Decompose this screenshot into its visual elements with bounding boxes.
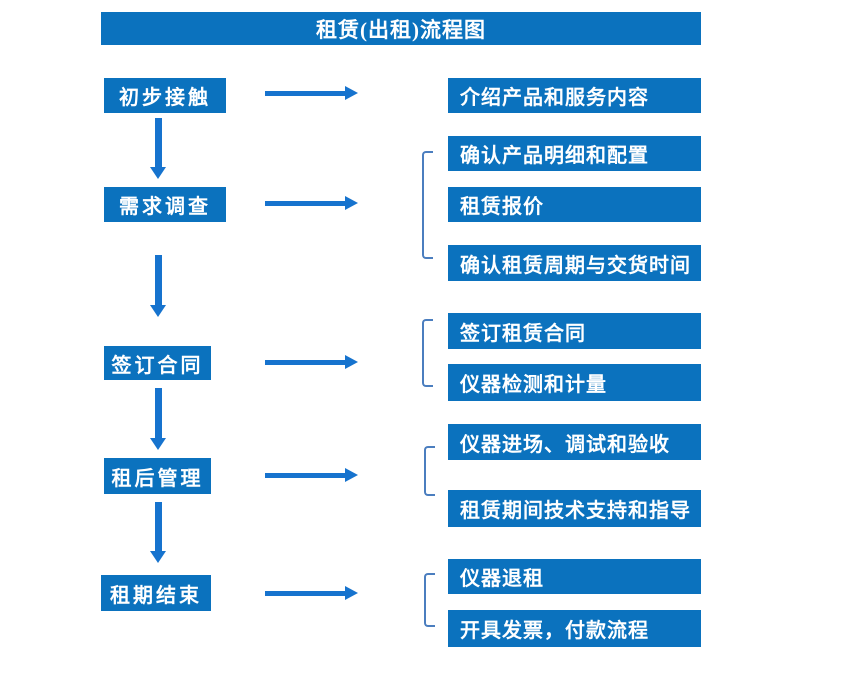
flowchart-title: 租赁(出租)流程图	[101, 12, 701, 45]
detail-box-rental-quote: 租赁报价	[448, 187, 701, 222]
detail-box-rental-tech-support: 租赁期间技术支持和指导	[448, 490, 701, 527]
arrow-right-row4-icon	[265, 468, 358, 482]
step-box-lease-end: 租期结束	[101, 575, 211, 611]
arrow-right-row2-icon	[265, 196, 358, 210]
detail-box-intro-products-services: 介绍产品和服务内容	[448, 78, 701, 113]
arrow-right-row5-icon	[265, 586, 358, 600]
arrow-down-step1-2-icon	[150, 118, 166, 179]
step-box-demand-survey: 需求调查	[104, 187, 226, 222]
arrow-down-step4-5-icon	[150, 502, 166, 563]
detail-box-invoice-payment: 开具发票，付款流程	[448, 610, 701, 647]
detail-box-confirm-period-delivery: 确认租赁周期与交货时间	[448, 245, 701, 281]
arrow-down-step3-4-icon	[150, 388, 166, 450]
arrow-down-step2-3-icon	[150, 255, 166, 317]
detail-box-sign-rental-contract: 签订租赁合同	[448, 313, 701, 349]
bracket-group-demand-survey	[422, 151, 433, 259]
step-box-post-rental-management: 租后管理	[104, 458, 211, 494]
detail-box-instrument-inspection: 仪器检测和计量	[448, 364, 701, 401]
detail-box-confirm-product-config: 确认产品明细和配置	[448, 136, 701, 171]
step-box-initial-contact: 初步接触	[104, 78, 226, 113]
arrow-right-row3-icon	[265, 355, 358, 369]
step-box-sign-contract: 签订合同	[104, 346, 211, 380]
bracket-group-lease-end	[424, 573, 435, 627]
arrow-right-row1-icon	[265, 86, 358, 100]
bracket-group-post-rental	[424, 446, 435, 496]
bracket-group-sign-contract	[422, 319, 433, 387]
detail-box-instrument-entry-acceptance: 仪器进场、调试和验收	[448, 424, 701, 460]
detail-box-instrument-return: 仪器退租	[448, 559, 701, 594]
